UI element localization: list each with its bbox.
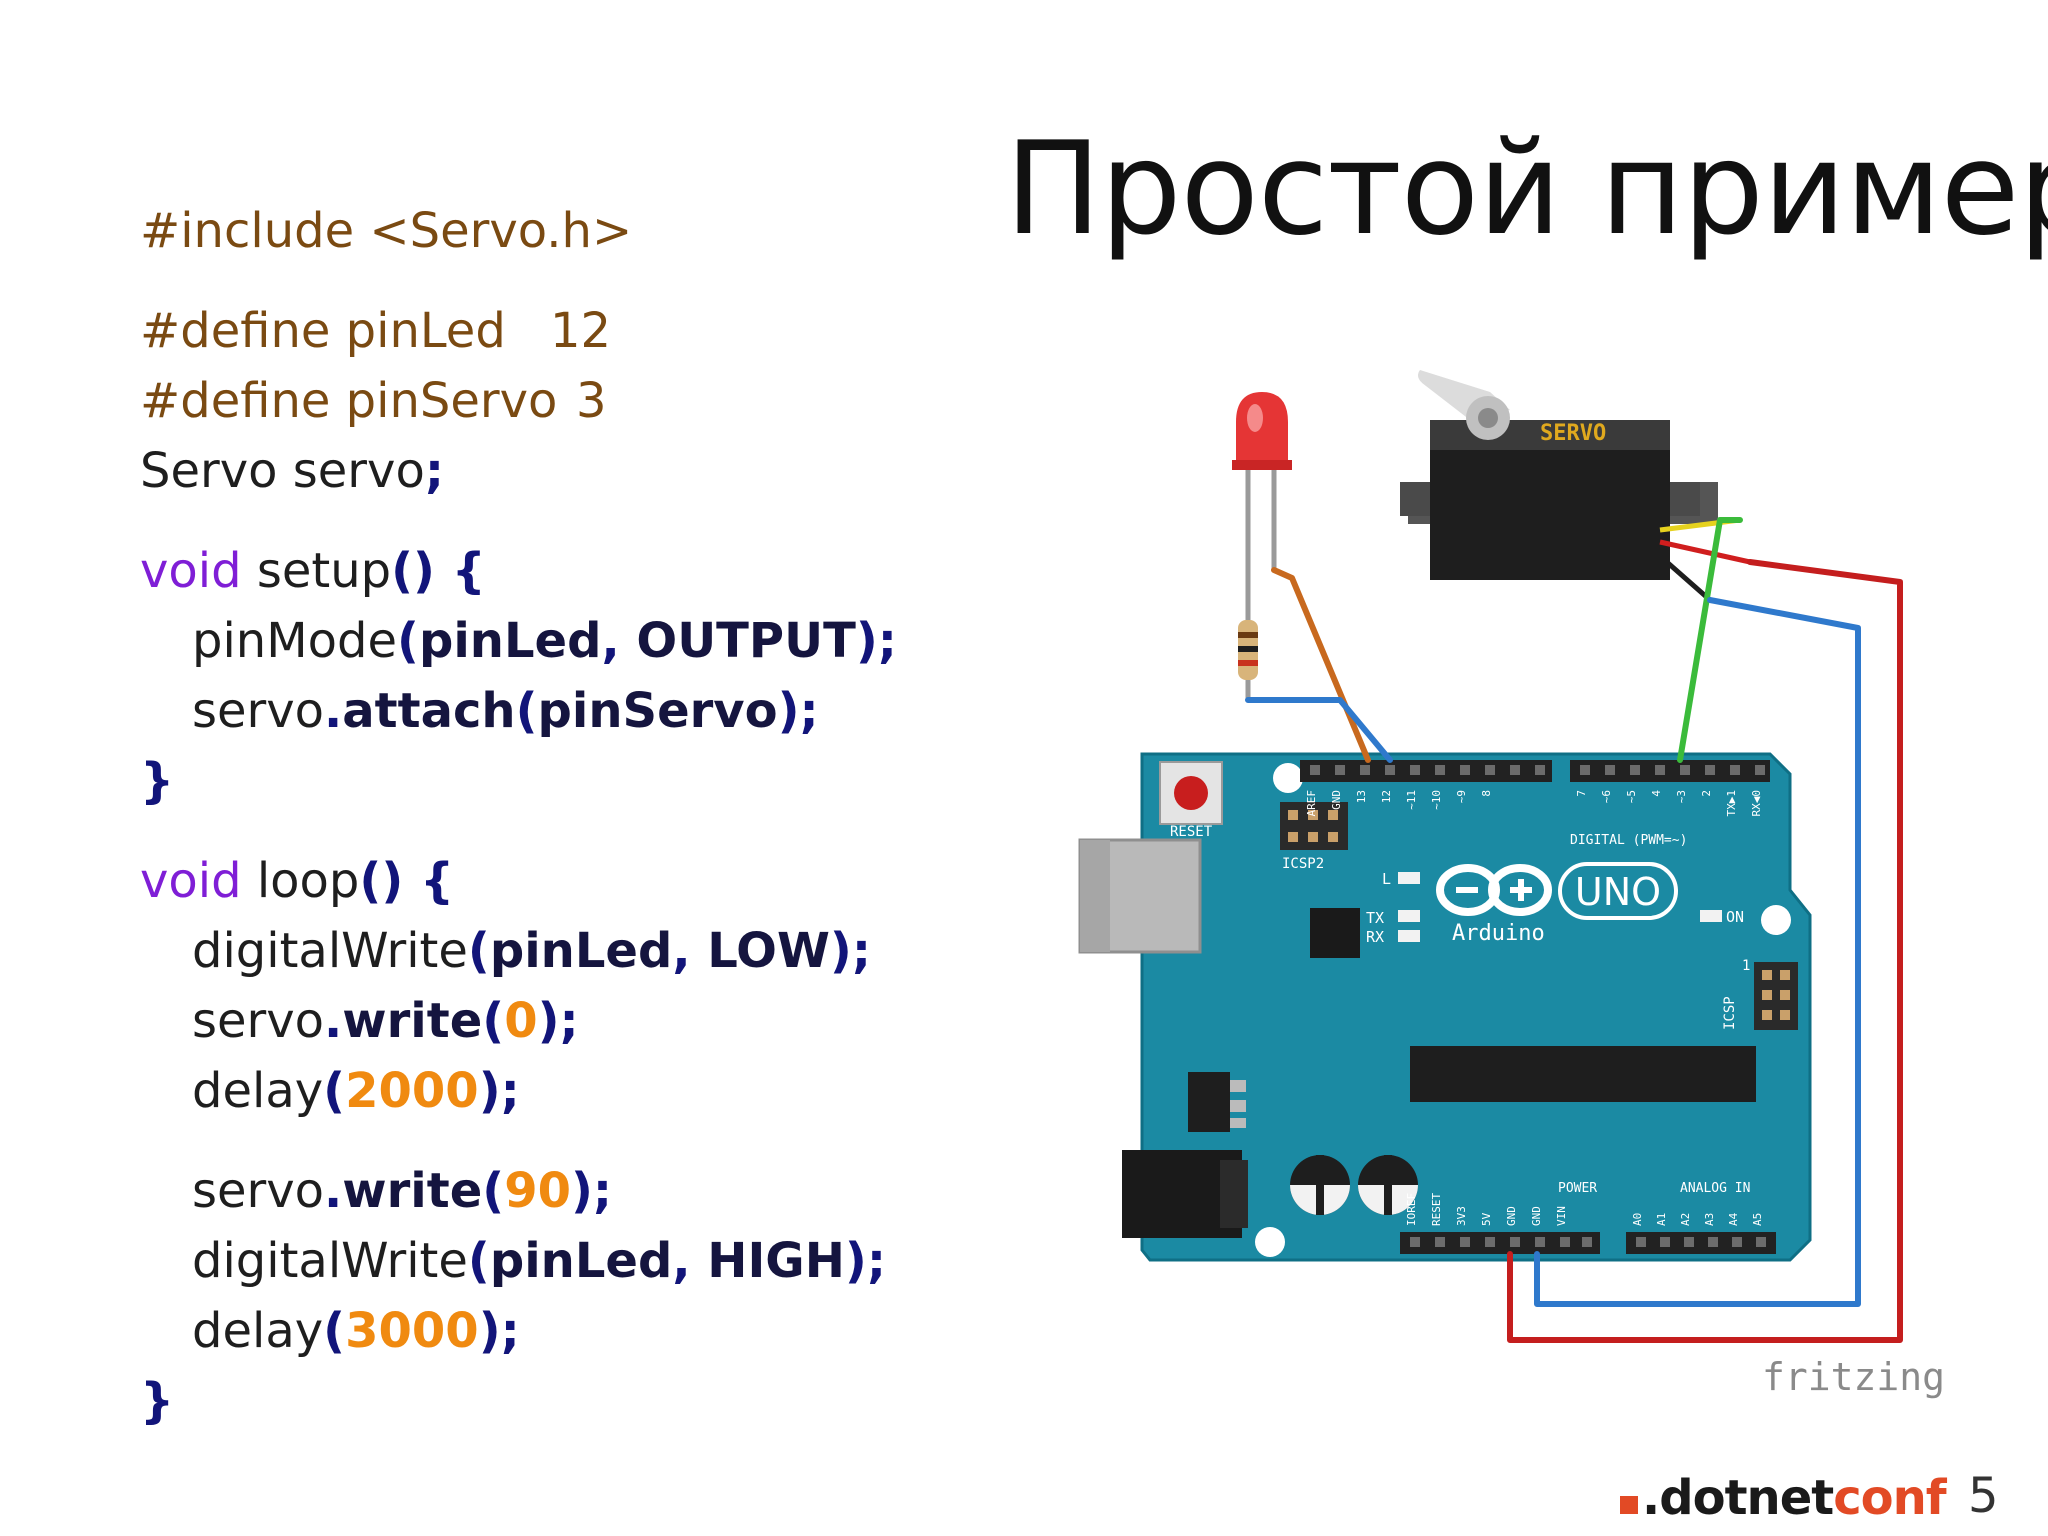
code-line-delay-2000: delay(2000); <box>192 1063 520 1119</box>
top-pin-label: 2 <box>1700 790 1713 797</box>
code-line-digitalwrite-low: digitalWrite(pinLed, LOW); <box>192 923 872 979</box>
code-line-include: #include <Servo.h> <box>140 203 633 259</box>
top-pin-label: 4 <box>1650 790 1663 797</box>
top-pin-label: ~3 <box>1675 790 1688 803</box>
servo-motor: SERVO <box>1400 370 1751 602</box>
wire-red <box>1507 559 1903 1343</box>
bottom-pin-label: A5 <box>1751 1213 1764 1226</box>
circuit-diagram: RESET ICSP2 DIGITAL (PWM=~) L TX RX <box>1078 370 1945 1399</box>
wire-blue-servo <box>1534 597 1861 1307</box>
bottom-pin-label: A3 <box>1703 1213 1716 1226</box>
bottom-pin-label: 5V <box>1480 1212 1493 1226</box>
tx-label: TX <box>1366 909 1384 927</box>
top-pin-label: ~5 <box>1625 790 1638 803</box>
on-label: ON <box>1726 908 1744 926</box>
bottom-pin-label: IOREF <box>1405 1193 1418 1226</box>
bottom-pin-label: GND <box>1530 1206 1543 1226</box>
wires <box>1245 517 1903 1343</box>
arduino-logo: UNO Arduino <box>1436 862 1678 946</box>
top-pin-label: TX▶1 <box>1725 790 1738 817</box>
wire-blue-led <box>1245 697 1393 763</box>
top-pin-label: ~6 <box>1600 790 1613 803</box>
top-pin-label: 12 <box>1380 790 1393 803</box>
power-label: POWER <box>1558 1181 1597 1196</box>
top-pin-label: GND <box>1330 790 1343 810</box>
wire-orange <box>1271 567 1371 763</box>
code-line-loop-close: } <box>140 1373 175 1429</box>
bottom-pin-label: VIN <box>1555 1206 1568 1226</box>
code-line-loop: void loop() { <box>140 853 455 909</box>
bottom-pin-label: A1 <box>1655 1213 1668 1226</box>
analog-header <box>1626 1232 1776 1254</box>
icsp2-label: ICSP2 <box>1282 856 1324 872</box>
usb-chip <box>1310 908 1360 958</box>
top-pin-label: RX◀0 <box>1750 790 1763 817</box>
code-line-write-0: servo.write(0); <box>192 993 579 1049</box>
code-line-setup: void setup() { <box>140 543 486 599</box>
code-line-setup-close: } <box>140 753 175 809</box>
dotnetconf-logo: .dotnetconf <box>1620 1470 1947 1526</box>
page-number: 5 <box>1968 1468 1999 1524</box>
code-line-attach: servo.attach(pinServo); <box>192 683 819 739</box>
bottom-pin-label: RESET <box>1430 1193 1443 1226</box>
led <box>1232 392 1292 570</box>
code-line-delay-3000: delay(3000); <box>192 1303 520 1359</box>
atmega-chip <box>1410 1046 1756 1102</box>
icsp-header <box>1754 962 1798 1030</box>
arduino-label: Arduino <box>1452 921 1545 946</box>
code-line-digitalwrite-high: digitalWrite(pinLed, HIGH); <box>192 1233 887 1289</box>
icsp2-header <box>1280 802 1348 850</box>
analog-label: ANALOG IN <box>1680 1181 1750 1196</box>
icsp-label: ICSP <box>1722 996 1738 1030</box>
servo-label: SERVO <box>1540 421 1606 446</box>
top-pin-label: ~11 <box>1405 790 1418 810</box>
wire-green <box>1677 517 1743 763</box>
bottom-pin-label: A2 <box>1679 1213 1692 1226</box>
code-line-declaration: Servo servo; <box>140 443 445 499</box>
bottom-pin-label: GND <box>1505 1206 1518 1226</box>
bottom-pin-label: 3V3 <box>1455 1206 1468 1226</box>
top-pin-label: AREF <box>1305 790 1318 817</box>
code-line-write-90: servo.write(90); <box>192 1163 613 1219</box>
top-pin-label: 7 <box>1575 790 1588 797</box>
power-header <box>1400 1232 1600 1254</box>
voltage-regulator <box>1188 1072 1230 1132</box>
one-label: 1 <box>1742 958 1750 974</box>
rx-label: RX <box>1366 928 1384 946</box>
top-pin-label: ~10 <box>1430 790 1443 810</box>
reset-label: RESET <box>1170 824 1213 840</box>
uno-label: UNO <box>1575 870 1661 914</box>
resistor <box>1238 570 1258 700</box>
bottom-pin-label: A0 <box>1631 1213 1644 1226</box>
digital-header-right <box>1570 760 1770 782</box>
top-pin-label: ~9 <box>1455 790 1468 803</box>
arduino-board: RESET ICSP2 DIGITAL (PWM=~) L TX RX <box>1078 752 1812 1262</box>
top-pin-label: 13 <box>1355 790 1368 803</box>
digital-label: DIGITAL (PWM=~) <box>1570 833 1687 848</box>
logo-square-icon <box>1620 1496 1638 1514</box>
code-line-pinmode: pinMode(pinLed, OUTPUT); <box>192 613 897 669</box>
top-pin-label: 8 <box>1480 790 1493 797</box>
bottom-pin-label: A4 <box>1727 1212 1740 1226</box>
slide-title: Простой пример <box>1005 115 2048 264</box>
capacitors <box>1290 1155 1418 1215</box>
fritzing-watermark: fritzing <box>1762 1355 1945 1399</box>
l-label: L <box>1382 870 1391 888</box>
